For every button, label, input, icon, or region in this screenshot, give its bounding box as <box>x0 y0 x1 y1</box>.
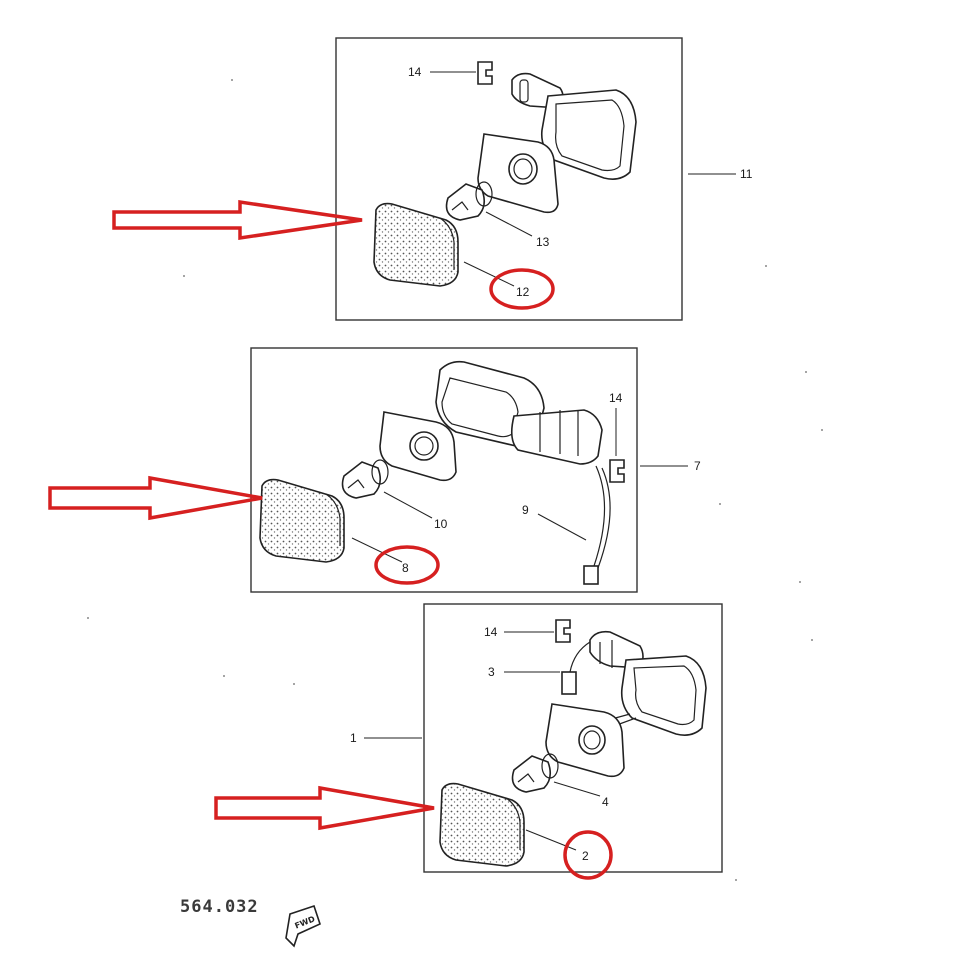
callout-11: 11 <box>740 167 753 181</box>
callout-14-middle: 14 <box>609 391 623 405</box>
middle-bulb-part <box>341 459 389 499</box>
middle-housing-part <box>435 360 603 465</box>
callout-4: 4 <box>602 795 609 809</box>
panel-middle: 14 7 9 10 8 <box>48 347 701 593</box>
callout-7: 7 <box>694 459 701 473</box>
bottom-clip-part <box>555 619 571 643</box>
red-arrow-bottom <box>214 785 435 831</box>
drawing-code: 564.032 <box>180 897 259 917</box>
callout-13: 13 <box>536 235 550 249</box>
callout-14-bottom: 14 <box>484 625 498 639</box>
highlight-ring-2 <box>563 830 613 880</box>
top-housing-part <box>511 72 637 180</box>
bottom-bulb-part <box>511 753 559 793</box>
bottom-lens-part <box>439 782 525 867</box>
top-lens-part <box>373 202 459 287</box>
callout-14-top: 14 <box>408 65 422 79</box>
bottom-connector-part <box>561 641 591 695</box>
panel-middle-frame <box>250 347 638 593</box>
callout-2: 2 <box>582 849 589 863</box>
panel-top: 14 11 13 12 <box>112 37 753 321</box>
red-arrow-middle <box>48 475 263 521</box>
callout-9: 9 <box>522 503 529 517</box>
highlight-ring-12 <box>489 268 555 310</box>
top-bulb-part <box>445 181 493 221</box>
callout-12: 12 <box>516 285 530 299</box>
fwd-badge: FWD <box>285 904 321 948</box>
bottom-gasket-part <box>545 703 625 778</box>
red-arrow-top <box>112 199 363 241</box>
top-gasket-part <box>477 133 559 214</box>
highlight-ring-8 <box>374 545 440 585</box>
middle-gasket-part <box>379 411 457 482</box>
middle-wire-part <box>583 465 611 585</box>
panel-bottom: 14 3 1 4 2 <box>214 603 723 880</box>
callout-10: 10 <box>434 517 448 531</box>
callout-3: 3 <box>488 665 495 679</box>
scan-specks <box>87 79 823 881</box>
middle-clip-part <box>609 459 625 483</box>
callout-1: 1 <box>350 731 357 745</box>
panel-top-frame <box>335 37 683 321</box>
bottom-housing-part <box>589 630 707 736</box>
callout-8: 8 <box>402 561 409 575</box>
middle-lens-part <box>259 478 345 563</box>
top-clip-part <box>477 61 493 85</box>
